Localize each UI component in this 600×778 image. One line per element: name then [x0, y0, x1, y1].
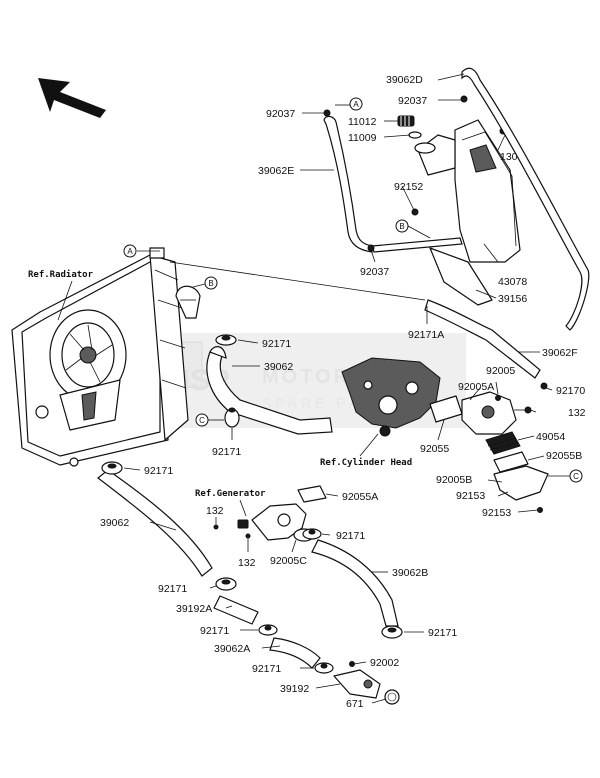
breather-hose-39062d: [461, 67, 590, 331]
callout-c-right-text: C: [573, 472, 579, 481]
part-label-92153-b: 92153: [482, 507, 511, 519]
part-label-671: 671: [346, 698, 364, 710]
callout-b-reservoir: B: [395, 219, 431, 239]
part-number-labels: 39062D 92037 92037 11012 11009 130 39062…: [100, 74, 586, 710]
callout-b-reservoir-text: B: [399, 222, 404, 231]
callout-a-reservoir-text: A: [353, 100, 359, 109]
part-label-92152: 92152: [394, 181, 423, 193]
gasket-92055b: [493, 451, 529, 473]
clamp-92171-b4: [314, 662, 334, 674]
part-label-130: 130: [500, 151, 518, 163]
part-label-43078: 43078: [498, 276, 527, 288]
radiator-assembly: [11, 247, 189, 467]
part-label-92037-left: 92037: [266, 108, 295, 120]
clamp-92171-b2: [258, 624, 278, 636]
callout-c-left: C: [195, 413, 224, 427]
part-label-132-right: 132: [568, 407, 586, 419]
part-label-92171-top: 92171: [262, 338, 291, 350]
callout-a-radiator: A: [123, 244, 160, 258]
part-label-132-gen-a: 132: [206, 505, 224, 517]
part-label-132-gen-b: 132: [238, 557, 256, 569]
part-label-92171a: 92171A: [408, 329, 444, 341]
part-label-92171-left: 92171: [144, 465, 173, 477]
leader-lines: [123, 73, 553, 704]
part-label-39062f: 39062F: [542, 347, 578, 359]
cylinder-head: [341, 357, 441, 437]
callout-c-left-text: C: [199, 416, 205, 425]
part-label-39192: 39192: [280, 683, 309, 695]
clamp-92171-gen: [302, 528, 322, 540]
water-pipe-fitting: [213, 503, 315, 542]
part-label-92171-b2: 92171: [200, 625, 229, 637]
gasket-92055a: [297, 485, 327, 503]
part-label-11012: 11012: [348, 116, 377, 128]
part-label-11009: 11009: [348, 132, 377, 144]
part-label-92055b: 92055B: [546, 450, 582, 462]
part-label-49054: 49054: [536, 431, 565, 443]
part-label-92171-b1: 92171: [158, 583, 187, 595]
pipe-39192a: [213, 595, 259, 625]
clamp-92171-b3: [381, 625, 403, 639]
ref-radiator-label: Ref.Radiator: [28, 269, 94, 280]
callout-b-radiator-text: B: [208, 279, 213, 288]
ref-generator-label: Ref.Generator: [195, 489, 266, 499]
ref-cylinder-head-label: Ref.Cylinder Head: [320, 457, 412, 468]
part-label-92171-b3: 92171: [428, 627, 457, 639]
part-label-39062-left: 39062: [100, 517, 129, 529]
part-label-92171-gen: 92171: [336, 530, 365, 542]
clamp-92171-b1: [215, 577, 237, 591]
part-label-92153-a: 92153: [456, 490, 485, 502]
part-label-39062b: 39062B: [392, 567, 428, 579]
reservoir-cap: [397, 115, 415, 127]
part-label-92005: 92005: [486, 365, 515, 377]
thermostat-49054: [485, 431, 521, 455]
reservoir-tank: [397, 115, 521, 263]
hose-39062-lower-left: [97, 469, 213, 577]
part-label-39156: 39156: [498, 293, 527, 305]
part-label-92005b: 92005B: [436, 474, 472, 486]
part-label-39062-mid: 39062: [264, 361, 293, 373]
pipe-39192: [333, 661, 381, 699]
part-label-39062a: 39062A: [214, 643, 250, 655]
clamp-92171-left: [101, 461, 123, 475]
part-label-92055a: 92055A: [342, 491, 378, 503]
part-label-39062e: 39062E: [258, 165, 294, 177]
part-label-92055: 92055: [420, 443, 449, 455]
part-label-92171-b4: 92171: [252, 663, 281, 675]
thermostat-housing: [461, 382, 548, 435]
part-label-92170: 92170: [556, 385, 585, 397]
callout-b-radiator: B: [192, 276, 218, 290]
part-label-92005c: 92005C: [270, 555, 307, 567]
part-label-92037-bottom: 92037: [360, 266, 389, 278]
overflow-hose-39062e: [323, 115, 373, 253]
thermostat-cover: [493, 465, 549, 513]
reservoir-cover: [429, 247, 493, 306]
front-direction-arrow-icon: [38, 78, 106, 118]
clamp-92171-mid: [224, 407, 240, 428]
callout-c-right: C: [548, 469, 583, 483]
part-label-92171-mid: 92171: [212, 446, 241, 458]
callout-a-reservoir: A: [335, 97, 363, 111]
clamp-92171-top: [215, 334, 237, 346]
part-label-39192a: 39192A: [176, 603, 212, 615]
part-label-39062d: 39062D: [386, 74, 423, 86]
upper-radiator-hose: [175, 285, 201, 319]
o-ring-671: [384, 689, 400, 705]
part-label-92002: 92002: [370, 657, 399, 669]
callout-a-radiator-text: A: [127, 247, 133, 256]
part-label-92037-top: 92037: [398, 95, 427, 107]
part-label-92005a: 92005A: [458, 381, 494, 393]
hose-39062b: [311, 539, 399, 627]
